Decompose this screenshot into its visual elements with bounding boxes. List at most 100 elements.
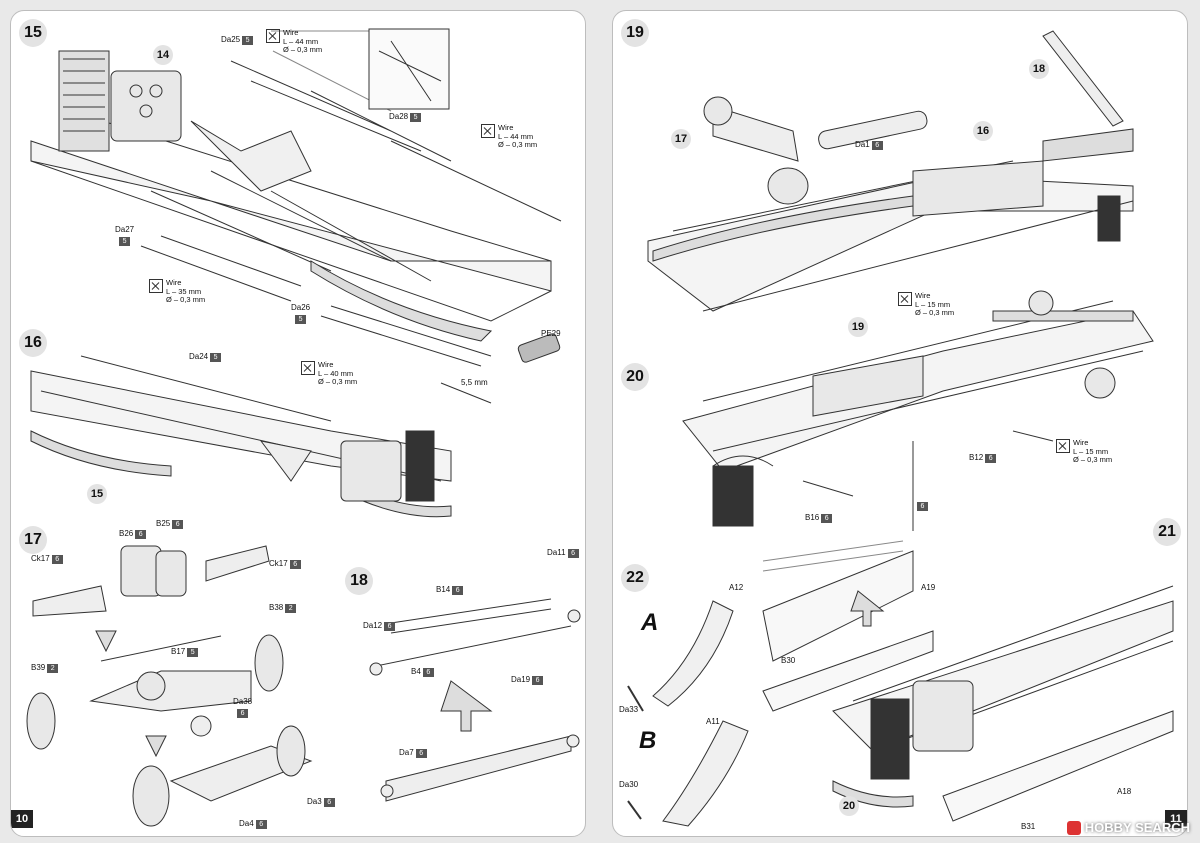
callout-bubble: 16 — [973, 121, 993, 141]
wire-icon — [266, 29, 280, 43]
sprue-number: 6 — [532, 675, 544, 685]
sprue-number: 6 — [422, 667, 434, 677]
sprue-number: 2 — [47, 663, 59, 673]
part-code: Da12 — [363, 621, 383, 630]
wire-diameter: Ø – 0,3 mm — [318, 377, 358, 386]
page-number: 10 — [11, 810, 33, 828]
sprue-number: 6 — [917, 502, 928, 511]
part-code: Da33 — [619, 705, 639, 714]
callout-bubble: 19 — [848, 317, 868, 337]
callout-bubble: 20 — [839, 796, 859, 816]
sprue-number: 5 — [242, 35, 254, 45]
part-code: Da27 — [115, 225, 135, 234]
wire-diameter: Ø – 0,3 mm — [498, 140, 538, 149]
step-number: 15 — [19, 19, 47, 47]
sprue-number: 6 — [821, 513, 833, 523]
wire-length: L – 40 mm — [318, 368, 354, 378]
part-code: B38 — [269, 603, 284, 612]
part-code: Da28 — [389, 112, 409, 121]
part-label: Da33 — [619, 705, 638, 715]
sprue-number: 6 — [871, 140, 883, 150]
sprue-number: 6 — [135, 529, 147, 539]
left-page-drawings — [26, 28, 581, 827]
part-code: Da11 — [547, 548, 566, 557]
part-code: B16 — [805, 513, 820, 522]
sprue-number: 5 — [119, 237, 131, 246]
sprue-number: 5 — [210, 352, 222, 362]
wire-diameter: Ø – 0,3 mm — [166, 295, 206, 304]
sprue-number: 6 — [172, 519, 184, 529]
sprue-number: 2 — [285, 603, 297, 613]
wire-icon — [301, 361, 315, 375]
part-code: B25 — [156, 519, 171, 528]
part-code: Da3 — [307, 797, 322, 806]
part-code: Da7 — [399, 748, 414, 757]
step20-chassis-drawing — [682, 290, 1154, 531]
callout-bubble: 17 — [671, 129, 691, 149]
sprue-number: 6 — [323, 797, 335, 807]
part-label: Da30 — [619, 780, 638, 790]
step-number: 21 — [1153, 518, 1181, 546]
part-code: Ck17 — [31, 554, 50, 563]
step21-chassis-drawing — [762, 540, 1174, 822]
sprue-number: 6 — [415, 748, 427, 758]
part-label: A11 — [706, 717, 720, 727]
wire-length: L – 44 mm — [498, 131, 534, 141]
part-code: Ck17 — [269, 559, 288, 568]
part-label: PE29 — [541, 329, 561, 339]
part-label: A18 — [1117, 787, 1131, 797]
part-code: A11 — [706, 717, 720, 726]
part-code: Da24 — [189, 352, 209, 361]
sprue-number: 6 — [255, 819, 267, 829]
part-code: Da25 — [221, 35, 241, 44]
wire-icon — [149, 279, 163, 293]
part-code: B12 — [969, 453, 984, 462]
wire-title: Wire — [166, 278, 182, 287]
variant-label: A — [641, 609, 659, 636]
part-code: Da19 — [511, 675, 531, 684]
wire-icon — [481, 124, 495, 138]
step17-axle-drawing — [26, 545, 313, 827]
wire-title: Wire — [283, 28, 299, 37]
watermark: HOBBY SEARCH — [1066, 820, 1190, 835]
wire-title: Wire — [498, 123, 514, 132]
part-label: B31 — [1021, 822, 1035, 832]
wire-title: Wire — [318, 360, 334, 369]
part-label: B30 — [781, 656, 795, 666]
sprue-number: 5 — [187, 647, 199, 657]
step19-chassis-drawing — [647, 30, 1134, 312]
step-number: 22 — [621, 564, 649, 592]
sprue-number: 6 — [985, 453, 997, 463]
part-code: A12 — [729, 583, 744, 592]
wire-length: L – 15 mm — [915, 299, 951, 309]
wire-diameter: Ø – 0,3 mm — [915, 308, 955, 317]
part-label: Da27 5 — [115, 225, 134, 246]
wire-title: Wire — [1073, 438, 1089, 447]
step22-fender-drawing — [627, 600, 749, 827]
part-label: 6 — [915, 502, 928, 511]
part-code: Da1 — [855, 140, 870, 149]
step-number: 20 — [621, 363, 649, 391]
